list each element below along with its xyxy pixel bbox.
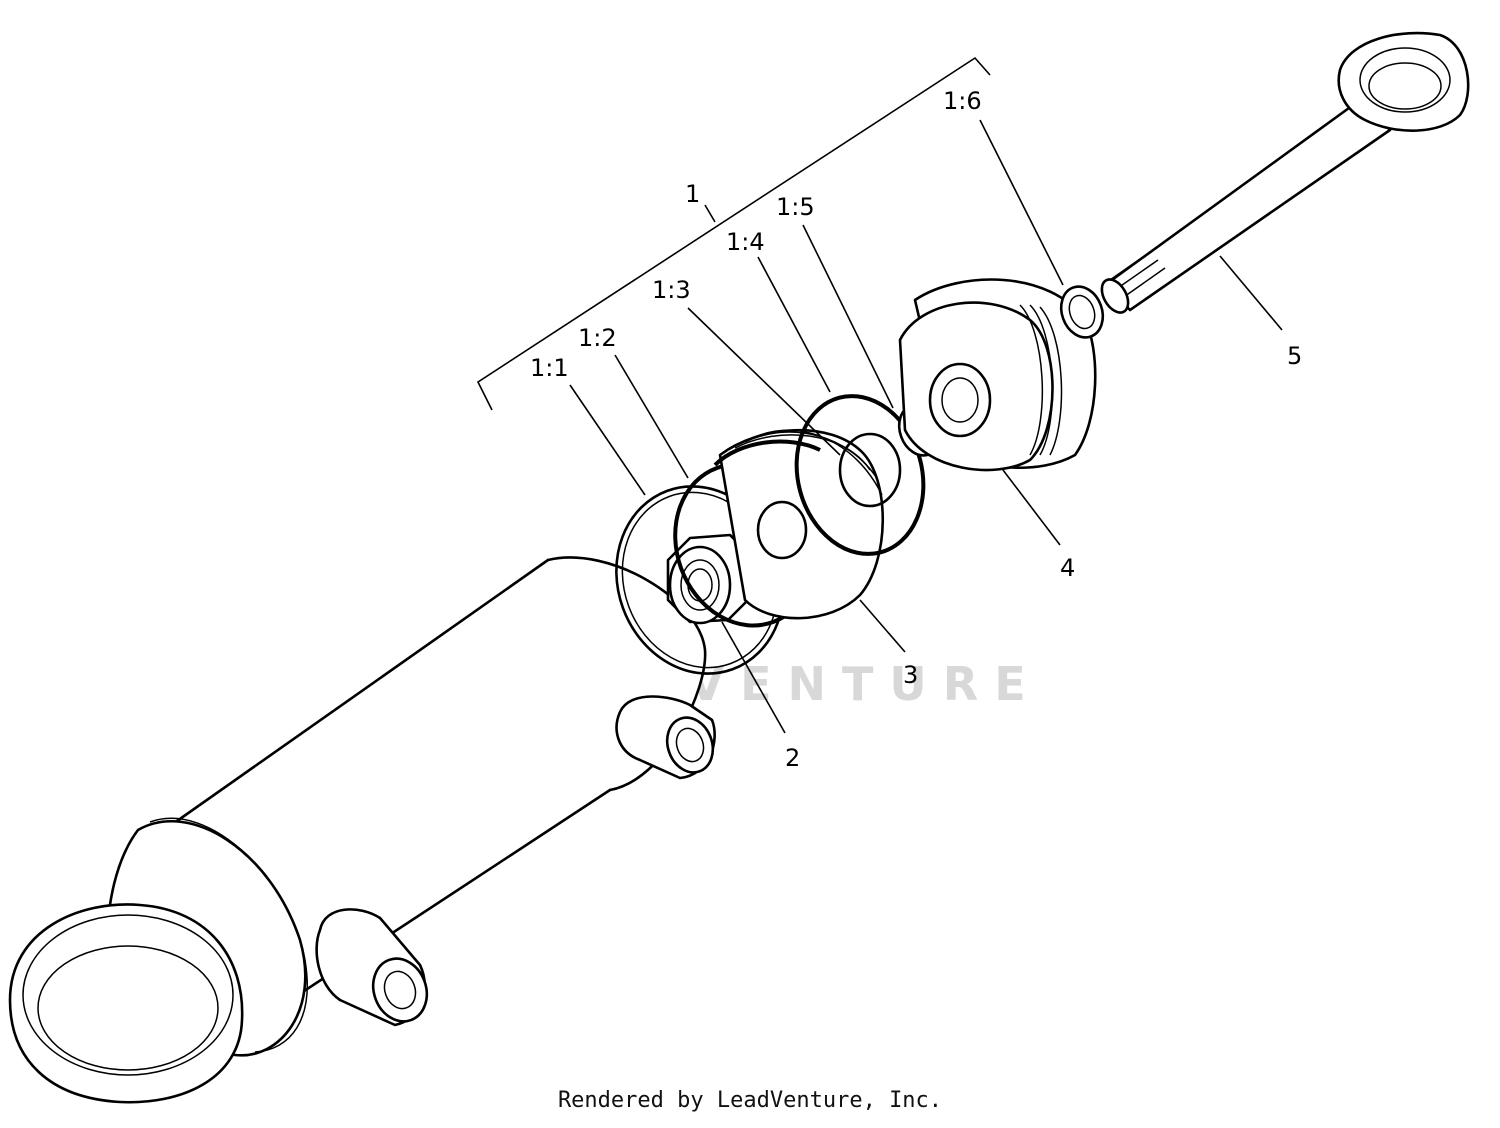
callout-1-6: 1:6	[943, 87, 982, 115]
callout-1-3: 1:3	[652, 276, 691, 304]
rod-seal-1-6	[1059, 285, 1105, 339]
wiper-ring-1-4	[794, 394, 926, 556]
callout-1-4: 1:4	[726, 228, 765, 256]
callout-1-2: 1:2	[578, 324, 617, 352]
group-1-bracket	[476, 56, 991, 411]
callout-2: 2	[785, 744, 800, 772]
callout-1-5: 1:5	[776, 193, 815, 221]
callout-1-1: 1:1	[530, 354, 569, 382]
gland-part-4	[898, 278, 1097, 472]
leader-lines	[569, 119, 1283, 734]
piston-rod-part-5	[1100, 31, 1470, 314]
callout-1: 1	[685, 180, 700, 208]
cylinder-barrel	[8, 556, 716, 1104]
seal-1-3	[838, 432, 902, 508]
callout-3: 3	[903, 661, 918, 689]
callout-4: 4	[1060, 554, 1075, 582]
footer-credit: Rendered by LeadVenture, Inc.	[557, 1088, 943, 1113]
piston-part-3	[713, 428, 884, 620]
callout-5: 5	[1287, 342, 1302, 370]
